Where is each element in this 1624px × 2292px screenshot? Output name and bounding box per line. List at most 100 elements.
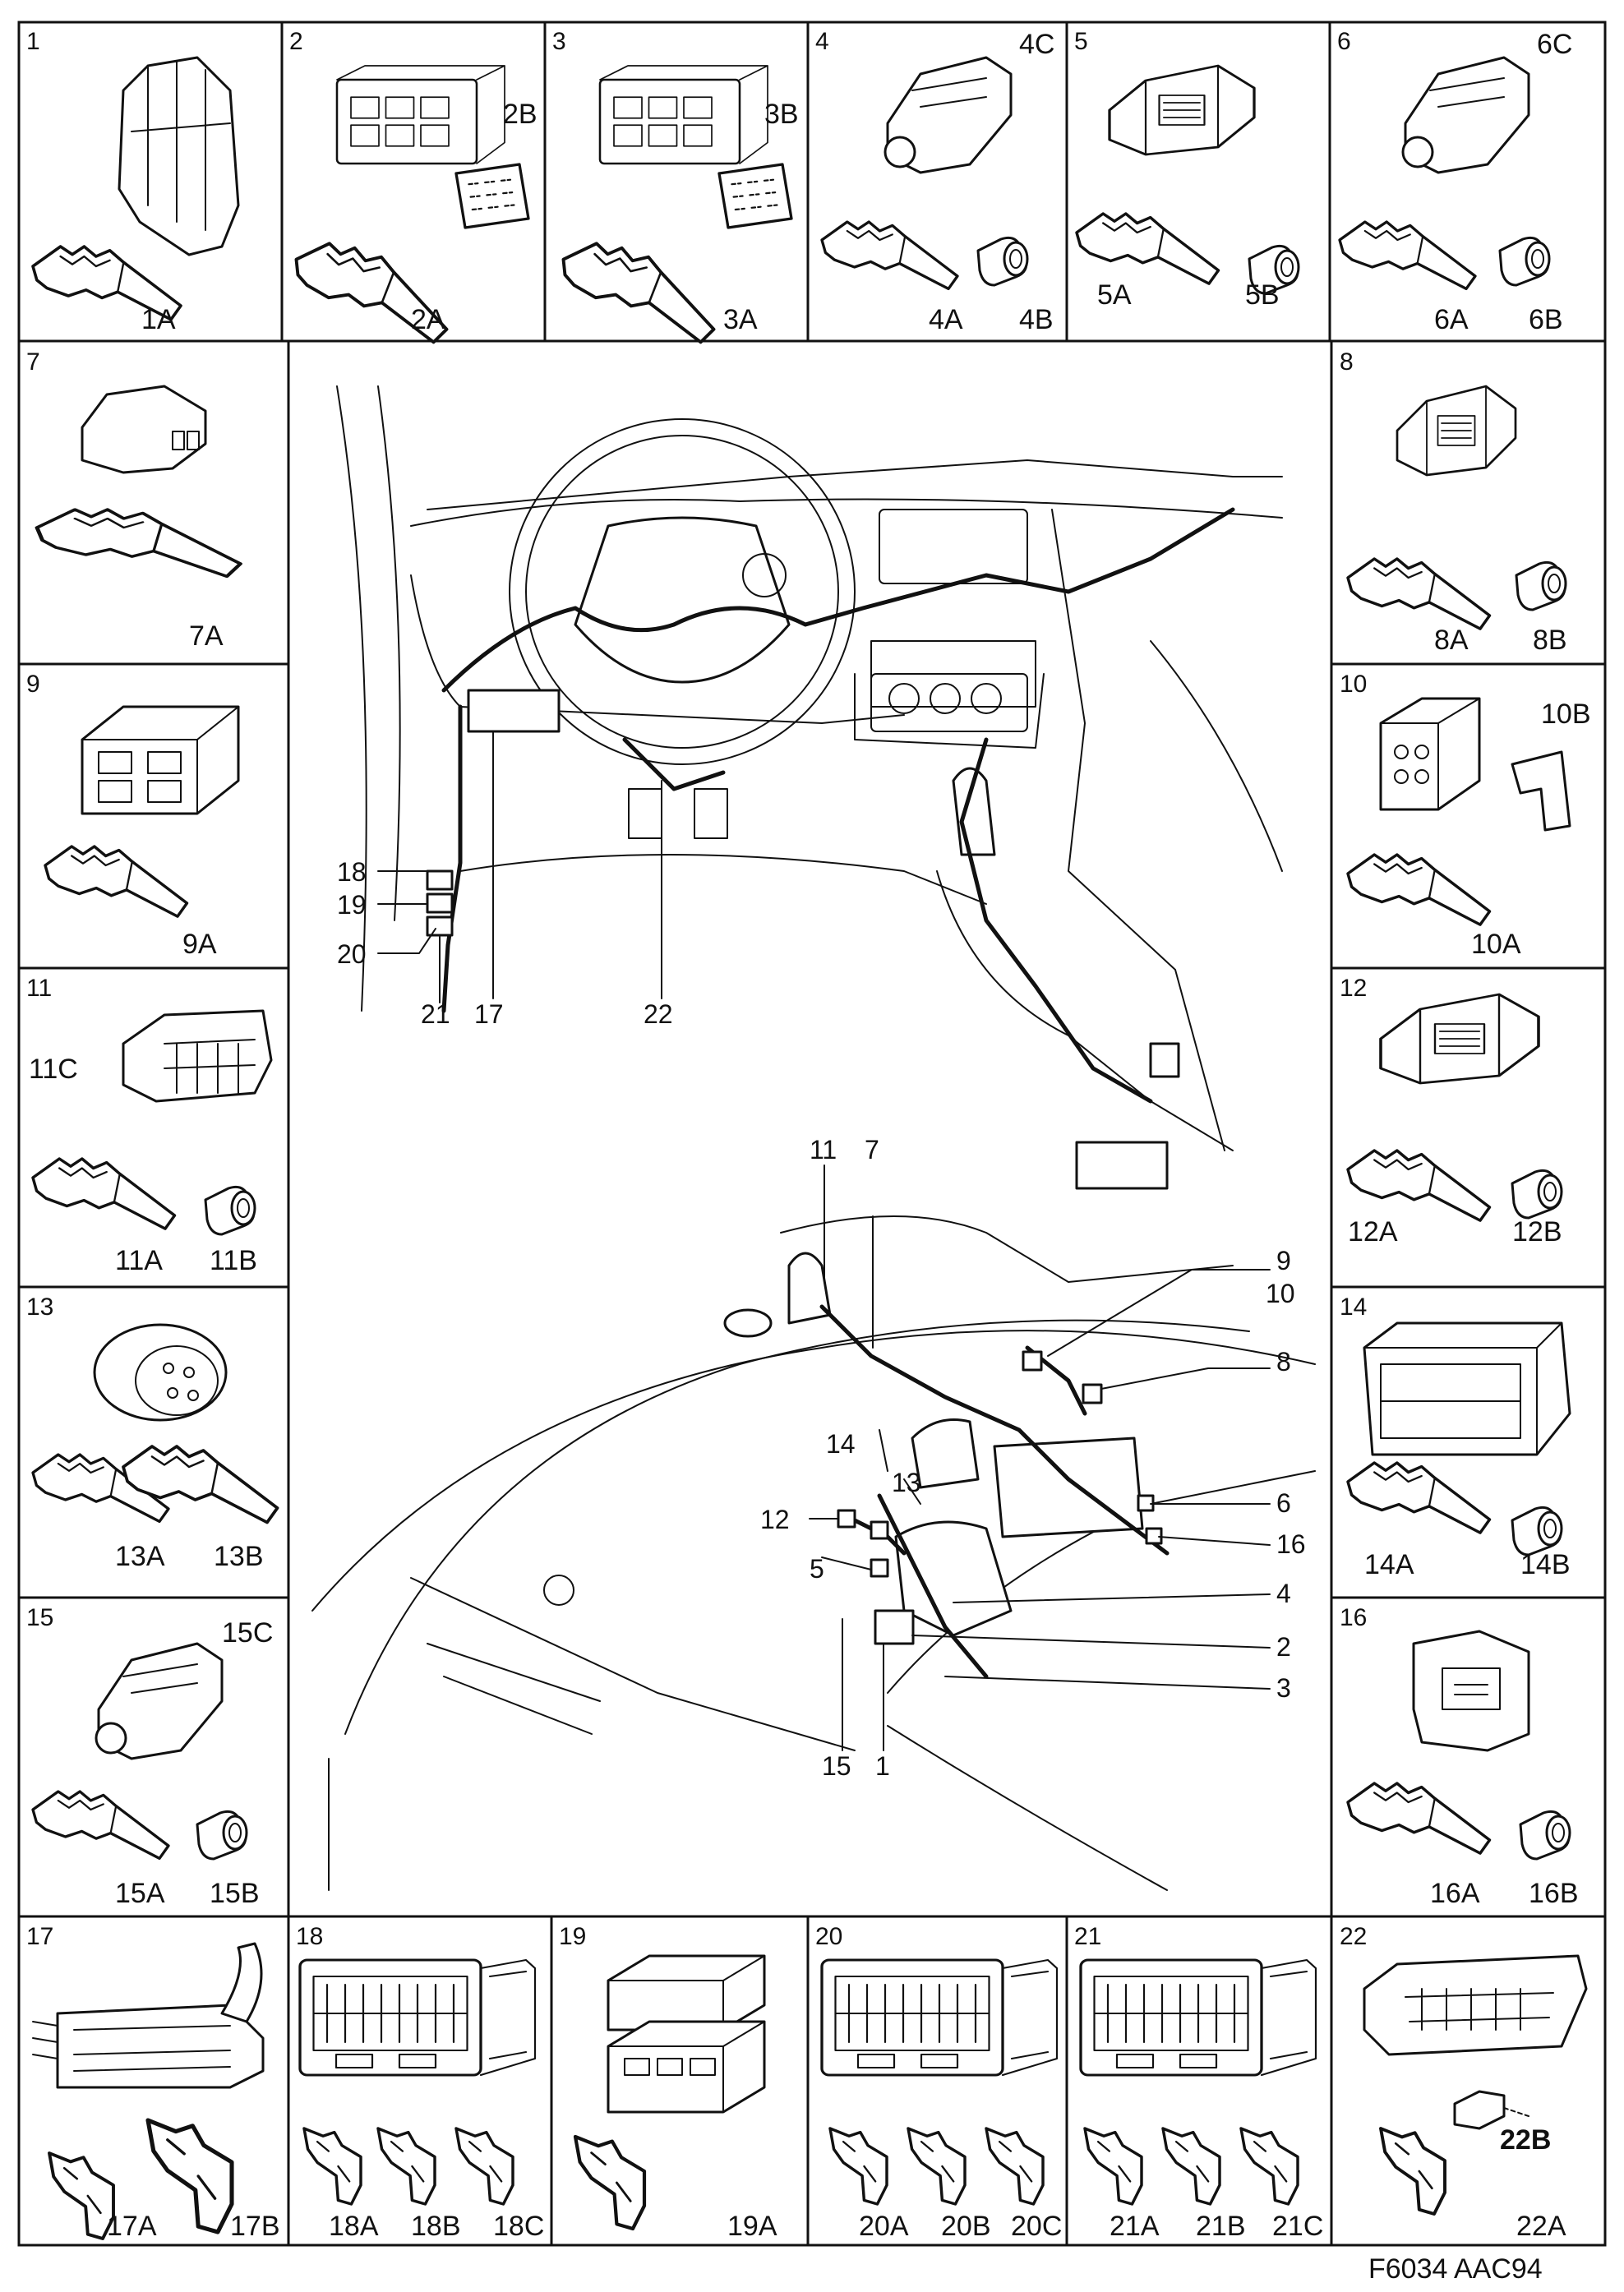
terminal-18C [454,2127,514,2206]
part-label-22B: 22B [1500,2124,1551,2156]
cell-17-illustration [32,1942,265,2240]
cell-number-6: 6 [1337,28,1351,55]
callout-10: 10 [1266,1279,1295,1308]
terminal-20A [828,2127,888,2206]
connector-block-20 [426,915,454,937]
cell-1-illustration [31,56,240,321]
diagnostic-connector-22 [1363,1954,1588,2056]
terminal-10A [1346,853,1492,926]
cell-number-15: 15 [26,1604,53,1631]
callout-11: 11 [810,1135,837,1164]
clip-22B [1453,2090,1506,2130]
terminal-20C [985,2127,1045,2206]
cell-number-8: 8 [1340,348,1354,376]
terminal-17A [48,2151,115,2240]
part-label-5B: 5B [1245,279,1280,311]
marker-16 [1145,1527,1163,1545]
figure-code: F6034 AAC94 [1368,2253,1543,2285]
part-label-17A: 17A [107,2211,157,2242]
cell-11-illustration [31,1009,273,1236]
part-label-9A: 9A [182,929,217,960]
part-label-6B: 6B [1529,304,1563,335]
fuse-box-11 [787,1252,832,1325]
seal-16B [1519,1810,1571,1861]
part-label-18B: 18B [411,2211,461,2242]
terminal-18B [376,2127,436,2206]
cell-number-20: 20 [815,1923,842,1950]
part-label-15A: 15A [115,1878,165,1909]
part-label-13B: 13B [214,1541,264,1572]
connector-14 [1363,1321,1571,1456]
left-footwell-harness [441,704,463,1013]
a-pillar-line [336,385,367,1012]
cell-number-9: 9 [26,671,40,698]
connector-18 [298,1958,537,2077]
connector-21 [1079,1958,1317,2077]
terminal-15A [31,1790,170,1861]
part-label-7A: 7A [189,620,224,652]
seal-12B [1511,1169,1563,1220]
callout-1: 1 [875,1751,890,1781]
cell-14-illustration [1346,1321,1571,1556]
leader-lines [377,731,1271,1751]
part-label-19A: 19A [727,2211,777,2242]
callout-7: 7 [865,1135,879,1164]
hood-outline [344,1319,1250,1735]
cell-13-illustration [31,1323,279,1524]
part-label-22A: 22A [1516,2211,1566,2242]
connector-20 [820,1958,1059,2077]
terminal-21A [1083,2127,1143,2206]
terminal-20B [907,2127,967,2206]
connector-block-1 [874,1609,915,1645]
cell-20-illustration [820,1958,1059,2206]
cell-19-illustration [575,1954,766,2229]
cell-16-illustration [1346,1630,1571,1861]
terminal-4A [820,220,959,291]
seal-pad-3B [717,163,793,229]
callout-20: 20 [337,939,367,969]
cell-15-illustration [31,1642,248,1861]
callout-5: 5 [810,1554,824,1584]
connector-2 [335,64,506,165]
connector-1-housing [118,56,240,256]
part-label-18C: 18C [493,2211,544,2242]
marker-5 [870,1558,889,1578]
connector-16 [1412,1630,1530,1752]
cell-number-3: 3 [552,28,566,55]
terminal-5A [1075,212,1220,285]
part-label-10A: 10A [1471,929,1521,960]
callout-9: 9 [1276,1246,1291,1275]
relay-block-17 [467,689,561,733]
seal-8B [1515,560,1567,611]
connector-5 [1108,64,1256,156]
cell-5-illustration [1075,64,1300,295]
cell-number-7: 7 [26,348,40,376]
part-label-11A: 11A [115,1245,163,1276]
part-label-4A: 4A [929,304,963,335]
cell-21-illustration [1079,1958,1317,2206]
connector-19-upper [607,1954,766,2031]
brake-reservoir [911,1418,980,1489]
coolant-tank [993,1437,1144,1538]
cell-4-illustration [820,56,1029,291]
part-label-12A: 12A [1348,1216,1398,1247]
cell-3-illustration [551,64,793,346]
seal-6B [1498,236,1551,287]
cell-2-illustration [284,64,530,346]
connector-9 [81,705,240,815]
battery-area [894,1520,1013,1637]
part-label-4C: 4C [1019,29,1054,60]
cell-number-21: 21 [1074,1923,1101,1950]
part-label-2A: 2A [411,304,445,335]
cell-10-illustration [1346,697,1571,926]
seal-15B [196,1810,248,1861]
part-label-16A: 16A [1430,1878,1480,1909]
connector-3 [598,64,769,165]
terminal-17B [148,2120,232,2232]
seal-11B [204,1185,256,1236]
cell-number-18: 18 [296,1923,323,1950]
cell-number-12: 12 [1340,975,1367,1002]
grid-frames [17,21,1607,2247]
dash-harness [441,507,1235,693]
seal-pad-2B [454,163,530,229]
